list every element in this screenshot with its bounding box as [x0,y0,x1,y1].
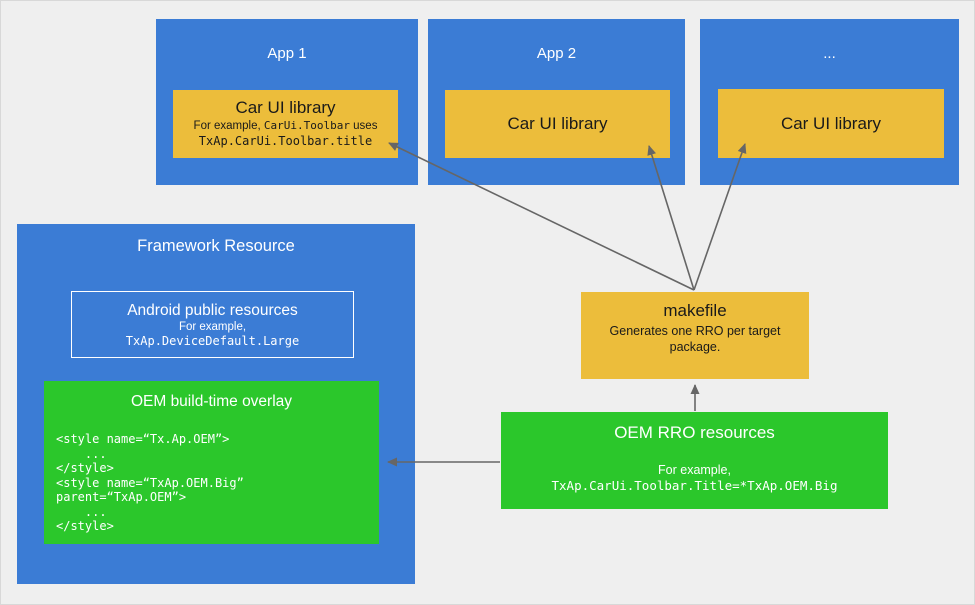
oem-build-time-overlay-title: OEM build-time overlay [130,393,293,410]
app-ellipsis-box: ... Car UI library [700,19,959,185]
oem-rro-resources-title: OEM RRO resources [614,423,775,442]
app2-box: App 2 Car UI library [428,19,685,185]
overlay-code-line: </style> [56,519,114,533]
app1-example-prefix: For example, [193,120,264,132]
overlay-code-line: parent=“TxAp.OEM”> [56,490,187,504]
oem-build-time-overlay-box: OEM build-time overlay <style name=“Tx.A… [44,381,379,544]
app-ellipsis-car-ui-library-title: Car UI library [780,114,882,133]
oem-rro-resources-code: TxAp.CarUi.Toolbar.Title=*TxAp.OEM.Big [551,478,838,493]
app1-car-ui-library-box: Car UI library For example, CarUi.Toolba… [173,90,398,158]
app1-car-ui-library-title: Car UI library [235,98,336,117]
overlay-code-line: <style name=“TxAp.OEM.Big” [56,475,244,490]
app1-box: App 1 Car UI library For example, CarUi.… [156,19,418,185]
app-ellipsis-car-ui-library-box: Car UI library [718,89,944,158]
overlay-code-line: <style name=“Tx.Ap.OEM”> [56,432,230,446]
app-ellipsis-title: ... [823,45,836,62]
android-public-resources-subtitle: For example, [178,321,247,333]
app1-library-example-line: For example, CarUi.Toolbar uses [173,118,398,134]
framework-resource-box: Framework Resource Android public resour… [17,224,415,584]
oem-rro-resources-subtitle: For example, [658,463,731,477]
overlay-code-line: </style> [56,461,114,475]
framework-resource-title: Framework Resource [137,237,295,255]
app2-title: App 2 [536,45,577,62]
makefile-box: makefile Generates one RRO per target pa… [581,292,809,379]
app2-car-ui-library-title: Car UI library [507,114,608,133]
android-public-resources-box: Android public resources For example, Tx… [71,291,354,358]
overlay-code-line: ... [56,504,107,519]
app1-title: App 1 [267,45,307,62]
oem-overlay-code-block: <style name=“Tx.Ap.OEM”> ... </style> <s… [44,432,379,534]
makefile-subtitle: Generates one RRO per target package. [609,324,781,354]
app1-example-suffix: uses [349,120,378,132]
app2-car-ui-library-box: Car UI library [445,90,670,158]
app1-example-code-inline: CarUi.Toolbar [263,119,350,132]
oem-rro-resources-box: OEM RRO resources For example, TxAp.CarU… [501,412,888,509]
app1-library-code: TxAp.CarUi.Toolbar.title [198,134,373,148]
android-public-resources-title: Android public resources [127,302,298,319]
android-public-resources-code: TxAp.DeviceDefault.Large [125,334,300,348]
makefile-title: makefile [663,301,727,320]
overlay-code-line: ... [56,446,107,461]
